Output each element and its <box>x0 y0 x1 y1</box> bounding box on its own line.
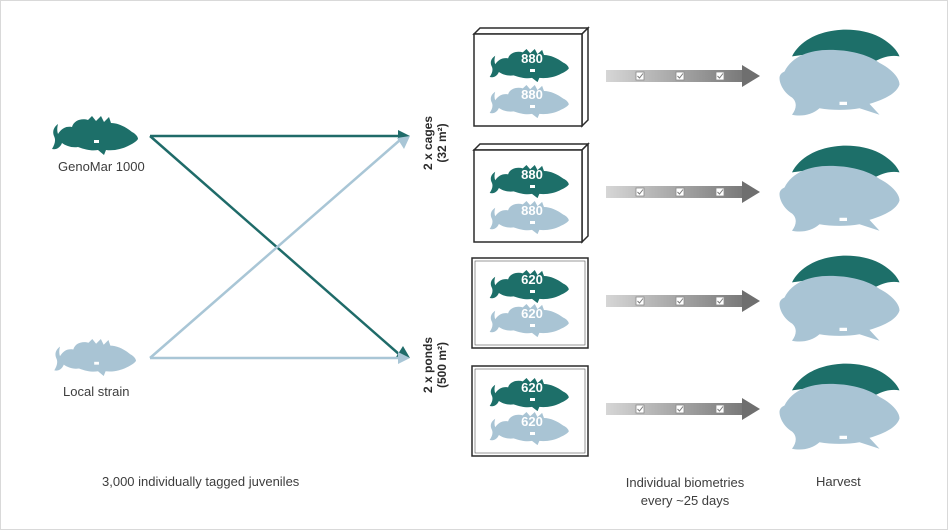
check-mark <box>717 406 724 412</box>
pond-inner-frame <box>474 368 586 454</box>
juveniles-caption: 3,000 individually tagged juveniles <box>102 474 300 489</box>
arrow-head <box>742 290 760 312</box>
local-count: 880 <box>521 87 543 102</box>
genomar-fish-icon <box>52 116 138 155</box>
biometries-caption: Individual biometries every ~25 days <box>612 474 758 510</box>
check-square-icon <box>715 71 725 81</box>
cages-label-line1: 2 x cages <box>421 115 435 171</box>
check-mark <box>677 73 684 79</box>
arrow-head <box>742 181 760 203</box>
genomar-count: 880 <box>521 167 543 182</box>
pond-unit: 620 620 <box>471 363 900 457</box>
genomar-count: 620 <box>521 380 543 395</box>
local-strain-fish-icon <box>54 339 136 377</box>
tag-mark <box>530 69 535 72</box>
check-square-icon <box>635 404 645 414</box>
cage-side-face <box>581 142 589 244</box>
check-square-icon <box>675 187 685 197</box>
tag-mark <box>530 398 535 401</box>
genomar-label: GenoMar 1000 <box>58 159 145 174</box>
harvest-fish-icon <box>779 145 900 232</box>
check-square-icon <box>635 187 645 197</box>
check-mark <box>637 73 644 79</box>
arrow-local-to-cages <box>149 139 401 359</box>
allocation-arrows <box>149 130 410 364</box>
arrowhead-local-cages <box>397 136 410 149</box>
local-strain-label: Local strain <box>63 384 130 399</box>
arrow-head <box>742 398 760 420</box>
check-mark <box>717 73 724 79</box>
check-square-icon <box>675 404 685 414</box>
local-count: 880 <box>521 203 543 218</box>
check-square-icon <box>635 71 645 81</box>
local-count: 620 <box>521 306 543 321</box>
tag-mark <box>530 290 535 293</box>
ponds-label-line2: (500 m²) <box>435 342 449 389</box>
biometry-arrow-icon <box>606 181 760 203</box>
cage-top-face <box>472 143 590 151</box>
tag-mark <box>530 185 535 188</box>
check-square-icon <box>675 71 685 81</box>
cages-label-line2: (32 m²) <box>435 123 449 163</box>
arrowhead-local-ponds <box>398 352 410 364</box>
arrow-genomar-to-ponds <box>149 135 401 356</box>
tag-mark <box>530 221 535 224</box>
genomar-count: 620 <box>521 272 543 287</box>
harvest-fish-icon <box>779 255 900 342</box>
biometries-caption-line2: every ~25 days <box>640 493 730 508</box>
check-square-icon <box>675 296 685 306</box>
check-square-icon <box>715 404 725 414</box>
biometry-arrow-icon <box>606 65 760 87</box>
harvest-fish-icon <box>779 29 900 116</box>
check-square-icon <box>715 296 725 306</box>
check-mark <box>677 298 684 304</box>
ponds-label-line1: 2 x ponds <box>421 337 435 394</box>
biometry-arrow-icon <box>606 290 760 312</box>
biometries-caption-line1: Individual biometries <box>625 475 745 490</box>
check-mark <box>637 298 644 304</box>
pond-unit: 620 620 <box>471 255 900 349</box>
cage-unit: 880 880 <box>472 142 900 244</box>
pond-inner-frame <box>474 260 586 346</box>
tag-mark <box>530 105 535 108</box>
cage-side-face <box>581 26 589 128</box>
tag-mark <box>530 432 535 435</box>
cage-top-face <box>472 27 590 35</box>
harvest-fish-icon <box>779 363 900 450</box>
tag-mark <box>530 324 535 327</box>
check-mark <box>637 406 644 412</box>
local-count: 620 <box>521 414 543 429</box>
check-mark <box>717 189 724 195</box>
harvest-caption: Harvest <box>816 474 861 489</box>
check-mark <box>717 298 724 304</box>
check-square-icon <box>715 187 725 197</box>
check-square-icon <box>635 296 645 306</box>
biometry-arrow-icon <box>606 398 760 420</box>
check-mark <box>677 189 684 195</box>
cages-label: 2 x cages (32 m²) <box>421 103 451 183</box>
genomar-count: 880 <box>521 51 543 66</box>
check-mark <box>637 189 644 195</box>
ponds-label: 2 x ponds (500 m²) <box>421 325 451 405</box>
cage-unit: 880 880 <box>472 26 900 128</box>
check-mark <box>677 406 684 412</box>
arrow-head <box>742 65 760 87</box>
